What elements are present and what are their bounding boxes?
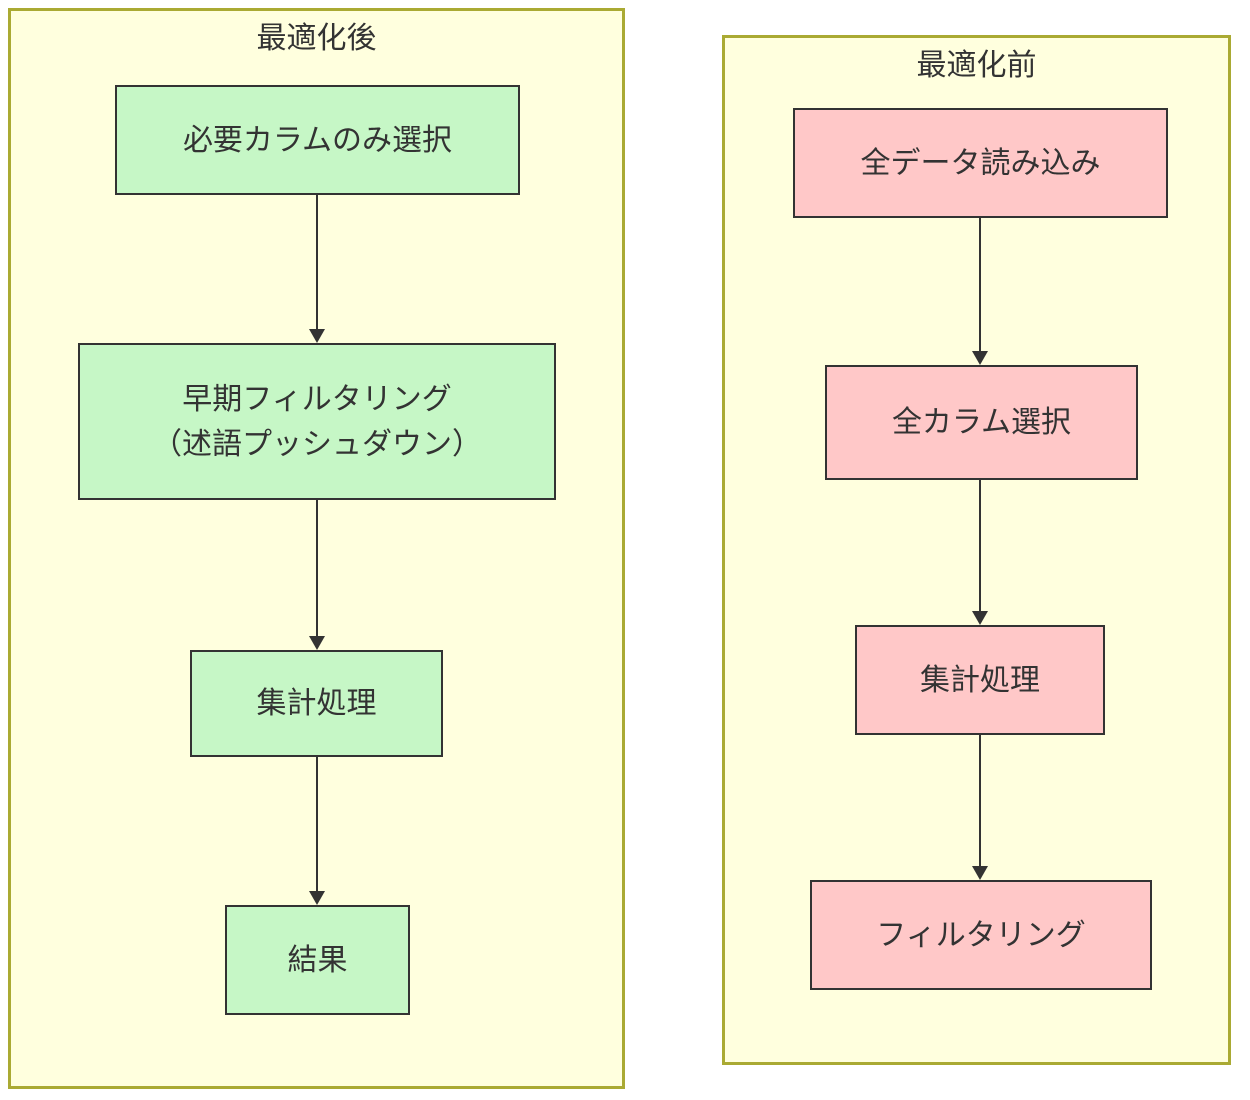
arrowhead-icon — [309, 891, 325, 905]
node-filtering: フィルタリング — [810, 880, 1152, 990]
arrow-line-g-to-h — [979, 735, 981, 866]
arrowhead-icon — [972, 351, 988, 365]
arrowhead-icon — [972, 611, 988, 625]
arrow-line-a-to-b — [316, 195, 318, 329]
node-load-all-data: 全データ読み込み — [793, 108, 1168, 218]
arrow-line-b-to-c — [316, 500, 318, 636]
node-aggregation-optimized: 集計処理 — [190, 650, 443, 757]
subgraph-unoptimized-title: 最適化前 — [916, 49, 1037, 82]
arrowhead-icon — [309, 636, 325, 650]
node-early-filtering-predicate-pushdown: 早期フィルタリング （述語プッシュダウン） — [78, 343, 556, 500]
arrowhead-icon — [309, 329, 325, 343]
node-select-all-columns: 全カラム選択 — [825, 365, 1138, 480]
arrow-line-c-to-d — [316, 757, 318, 891]
arrowhead-icon — [972, 866, 988, 880]
node-select-needed-columns: 必要カラムのみ選択 — [115, 85, 520, 195]
node-aggregation-unoptimized: 集計処理 — [855, 625, 1105, 735]
node-result: 結果 — [225, 905, 410, 1015]
subgraph-optimized-title: 最適化後 — [256, 22, 377, 55]
arrow-line-f-to-g — [979, 480, 981, 611]
arrow-line-e-to-f — [979, 218, 981, 351]
